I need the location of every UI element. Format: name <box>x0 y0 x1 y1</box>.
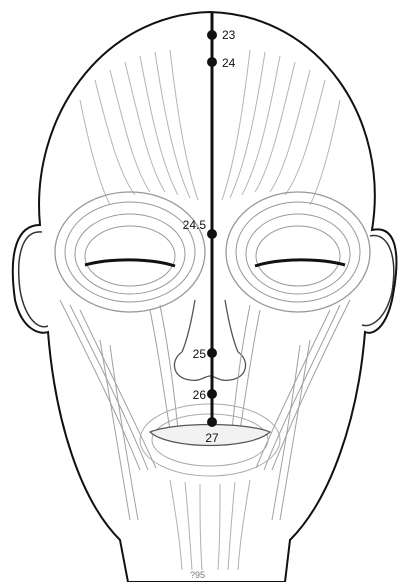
acupoint-26-marker <box>207 389 217 399</box>
acupoint-24-marker <box>207 57 217 67</box>
acupoint-27-marker <box>207 417 217 427</box>
acupoint-24-label: 24 <box>222 56 236 70</box>
acupoint-23-label: 23 <box>222 28 236 42</box>
acupoint-25-marker <box>207 348 217 358</box>
head-outline <box>13 12 397 582</box>
acupoint-26-label: 26 <box>193 388 207 402</box>
acupoint-25-label: 25 <box>193 347 207 361</box>
acupoint-27-label: 27 <box>205 431 219 445</box>
footer-mark: ?95 <box>190 570 205 580</box>
acupoint-23-marker <box>207 30 217 40</box>
acupoint-24-5-label: 24.5 <box>183 218 207 232</box>
acupoint-24-5-marker <box>207 229 217 239</box>
